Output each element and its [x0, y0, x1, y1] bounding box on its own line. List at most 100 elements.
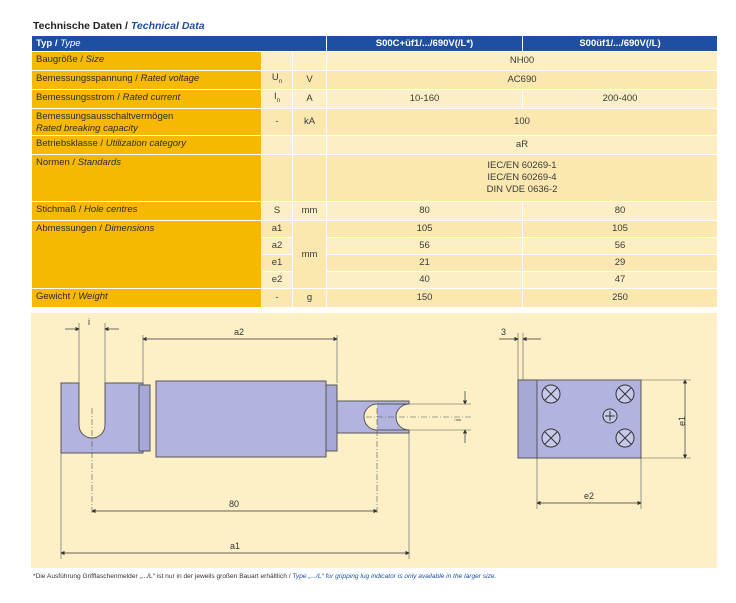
standard-2: IEC/EN 60269-4 [487, 172, 557, 183]
heading-de: Technische Daten [33, 20, 123, 32]
label-dimensions: Abmessungen / Dimensions [31, 220, 262, 289]
table-header-row: Typ / Type S00C+üf1/.../690V(/L*) S00üf1… [31, 35, 718, 52]
label-hole: Stichmaß / Hole centres [31, 201, 262, 221]
unit-dimensions: mm [292, 220, 327, 289]
row-category: Betriebsklasse / Utilization category aR [31, 135, 718, 155]
value-size: NH00 [326, 51, 718, 71]
dim-3: 3 [501, 327, 506, 337]
label-breaking-de: Bemessungsausschaltvermögen [36, 111, 174, 122]
label-current-en: Rated current [122, 92, 181, 103]
label-voltage-en: Rated voltage [140, 73, 200, 84]
sym-e1: e1 [261, 254, 293, 272]
label-size: Baugröße / Size [31, 51, 262, 71]
label-weight-en: Weight [78, 291, 108, 302]
label-standards-de: Normen [36, 157, 70, 168]
row-hole: Stichmaß / Hole centres S mm 80 80 [31, 201, 718, 221]
unit-weight: g [292, 288, 327, 308]
fuse-drawing-svg: i a2 80 a1 i 3 [60, 317, 691, 559]
value-current-2: 200-400 [522, 89, 718, 109]
sym-weight: - [261, 288, 293, 308]
label-dimensions-en: Dimensions [104, 223, 155, 234]
row-dim-a2: a2 56 56 [32, 237, 718, 255]
label-weight: Gewicht / Weight [31, 288, 262, 308]
dim-i-left: i [88, 317, 90, 327]
sym-a1: a1 [261, 220, 293, 238]
value-e1-2: 29 [522, 254, 718, 272]
unit-empty [292, 154, 327, 202]
sym-breaking: - [261, 108, 293, 136]
sym-empty [261, 51, 293, 71]
dimension-drawing: i a2 80 a1 i 3 [31, 313, 717, 568]
technical-data-table: Typ / Type S00C+üf1/.../690V(/L*) S00üf1… [31, 35, 718, 308]
sym-empty [261, 154, 293, 202]
left-clamp [138, 384, 151, 452]
value-weight-2: 250 [522, 288, 718, 308]
value-breaking: 100 [326, 108, 718, 136]
footnote-sep: / [286, 573, 293, 580]
label-current: Bemessungsstrom / Rated current [31, 89, 262, 109]
value-weight-1: 150 [326, 288, 523, 308]
row-weight: Gewicht / Weight - g 150 250 [31, 288, 718, 308]
footnote-de: *Die Ausführung Grifflaschenmelder „.../… [33, 573, 287, 580]
label-category: Betriebsklasse / Utilization category [31, 135, 262, 155]
label-hole-de: Stichmaß [36, 204, 77, 215]
left-blade [60, 382, 144, 454]
dim-e1: e1 [677, 416, 687, 426]
header-type-de: Typ [36, 37, 53, 49]
value-hole-2: 80 [522, 201, 718, 221]
value-category: aR [326, 135, 718, 155]
dim-e2: e2 [584, 491, 594, 501]
header-col2: S00üf1/.../690V(/L) [522, 35, 718, 52]
value-hole-1: 80 [326, 201, 523, 221]
dim-a1: a1 [230, 541, 240, 551]
page-heading: Technische Daten / Technical Data [33, 20, 205, 32]
unit-voltage: V [292, 70, 327, 90]
value-e2-1: 40 [326, 271, 523, 289]
label-dimensions-de: Abmessungen [36, 223, 97, 234]
sym-voltage: Un [261, 70, 293, 90]
label-category-de: Betriebsklasse [36, 138, 98, 149]
sym-hole: S [261, 201, 293, 221]
header-type-cell: Typ / Type [31, 35, 327, 52]
unit-empty [292, 135, 327, 155]
dim-i-right: i [453, 419, 463, 421]
value-a1-1: 105 [326, 220, 523, 238]
right-clamp [325, 384, 338, 452]
label-standards-en: Standards [77, 157, 122, 168]
sym-voltage-main: U [271, 72, 279, 84]
unit-hole: mm [292, 201, 327, 221]
heading-en: Technical Data [130, 20, 205, 32]
value-a2-1: 56 [326, 237, 523, 255]
label-current-de: Bemessungsstrom [36, 92, 115, 103]
header-col1: S00C+üf1/.../690V(/L*) [326, 35, 523, 52]
row-voltage: Bemessungsspannung / Rated voltage Un V … [31, 70, 718, 90]
standard-3: DIN VDE 0636-2 [486, 184, 558, 195]
label-breaking-en: Rated breaking capacity [36, 123, 138, 134]
sym-e2: e2 [261, 271, 293, 289]
header-type-en: Type [60, 37, 81, 49]
label-size-en: Size [85, 54, 105, 65]
dim-a2: a2 [234, 327, 244, 337]
unit-breaking: kA [292, 108, 327, 136]
unit-current: A [292, 89, 327, 109]
value-e2-2: 47 [522, 271, 718, 289]
sym-a2: a2 [261, 237, 293, 255]
sym-current-main: I [274, 91, 277, 103]
screw-icon [541, 384, 635, 448]
heading-sep: / [122, 20, 131, 32]
label-category-en: Utilization category [105, 138, 186, 149]
label-weight-de: Gewicht [36, 291, 71, 302]
row-current: Bemessungsstrom / Rated current In A 10-… [31, 89, 718, 109]
sym-current-sub: n [276, 97, 280, 104]
sym-voltage-sub: n [278, 78, 283, 85]
value-voltage: AC690 [326, 70, 718, 90]
label-standards: Normen / Standards [31, 154, 262, 202]
fuse-body [155, 380, 327, 458]
value-e1-1: 21 [326, 254, 523, 272]
footnote: *Die Ausführung Grifflaschenmelder „.../… [33, 573, 496, 580]
value-a1-2: 105 [522, 220, 718, 238]
